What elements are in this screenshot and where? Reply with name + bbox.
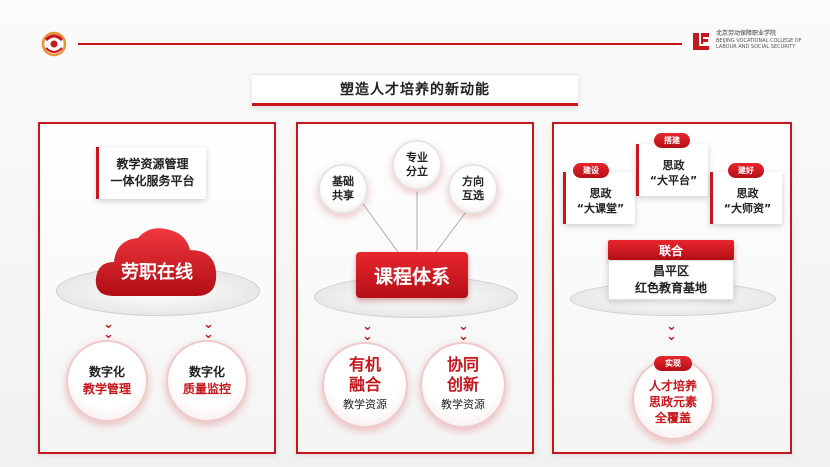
chevron-down-icon: ⌄⌄	[103, 317, 114, 342]
course-system-label: 课程体系	[356, 252, 468, 298]
tag-establish: 搭建	[654, 133, 690, 148]
circle-digital-teaching: 数字化 教学管理	[66, 340, 148, 422]
cloud-icon	[95, 228, 217, 296]
college-logo-icon	[693, 33, 709, 50]
result-line3: 全覆盖	[654, 411, 691, 425]
card-line1: 思政	[736, 187, 759, 200]
circle-full-coverage: 人才培养 思政元素 全覆盖	[632, 358, 714, 440]
union-card: 昌平区 红色教育基地	[608, 260, 734, 300]
union-line2: 红色教育基地	[634, 281, 707, 295]
circle-line2: 质量监控	[182, 382, 231, 396]
chevron-down-icon: ⌄⌄	[458, 319, 469, 344]
bubble-line2: 分立	[406, 165, 428, 178]
circle-line2: 教学管理	[82, 382, 131, 396]
platform-card-line2: 一体化服务平台	[110, 174, 195, 188]
bubble-line2: 共享	[332, 189, 354, 202]
circle-collab-innovation: 协同 创新 教学资源	[420, 342, 506, 428]
card-big-platform: 思政 “大平台”	[636, 144, 708, 196]
circle-line1: 协同	[446, 355, 479, 374]
circle-sub: 教学资源	[343, 398, 387, 411]
result-line1: 人才培养	[648, 379, 697, 393]
circle-line1: 数字化	[88, 365, 125, 379]
card-line2: “大师资”	[723, 202, 772, 215]
circle-line1: 有机	[348, 355, 381, 374]
circle-line2: 创新	[446, 375, 479, 394]
card-line1: 思政	[589, 187, 612, 200]
card-big-classroom: 思政 “大课堂”	[563, 172, 635, 224]
result-line2: 思政元素	[648, 395, 697, 409]
platform-card: 教学资源管理 一体化服务平台	[96, 147, 206, 199]
bubble-line2: 互选	[462, 189, 484, 202]
college-name-en: BEIJING VOCATIONAL COLLEGE OF LABOUR AND…	[716, 38, 802, 50]
page-title: 塑造人才培养的新动能	[252, 74, 578, 106]
cloud-label: 劳职在线	[121, 262, 193, 283]
platform-card-line1: 教学资源管理	[116, 157, 189, 171]
circle-sub: 教学资源	[441, 398, 485, 411]
swirl-logo-icon	[41, 31, 67, 57]
circle-digital-quality: 数字化 质量监控	[166, 340, 248, 422]
bubble-direction-select: 方向 互选	[448, 164, 498, 214]
tag-build-well: 建好	[728, 163, 764, 178]
card-line1: 思政	[662, 159, 685, 172]
bubble-basic-share: 基础 共享	[318, 164, 368, 214]
bubble-major-split: 专业 分立	[392, 140, 442, 190]
college-name: 北京劳动保障职业学院 BEIJING VOCATIONAL COLLEGE OF…	[716, 30, 816, 51]
card-big-faculty: 思政 “大师资”	[710, 172, 782, 224]
tag-achieve: 实现	[654, 356, 692, 371]
circle-line1: 数字化	[188, 365, 225, 379]
bubble-line1: 基础	[332, 175, 354, 188]
bubble-line1: 方向	[462, 175, 484, 188]
union-line1: 昌平区	[652, 264, 689, 278]
circle-line2: 融合	[348, 375, 381, 394]
header-rule	[78, 43, 682, 45]
chevron-down-icon: ⌄⌄	[203, 317, 214, 342]
union-tag: 联合	[608, 240, 734, 260]
chevron-down-icon: ⌄⌄	[666, 319, 677, 344]
card-line2: “大平台”	[649, 174, 698, 187]
college-name-cn: 北京劳动保障职业学院	[716, 30, 777, 37]
bubble-line1: 专业	[406, 151, 428, 164]
circle-organic-fusion: 有机 融合 教学资源	[322, 342, 408, 428]
chevron-down-icon: ⌄⌄	[362, 319, 373, 344]
tag-build: 建设	[573, 163, 609, 178]
card-line2: “大课堂”	[576, 202, 625, 215]
